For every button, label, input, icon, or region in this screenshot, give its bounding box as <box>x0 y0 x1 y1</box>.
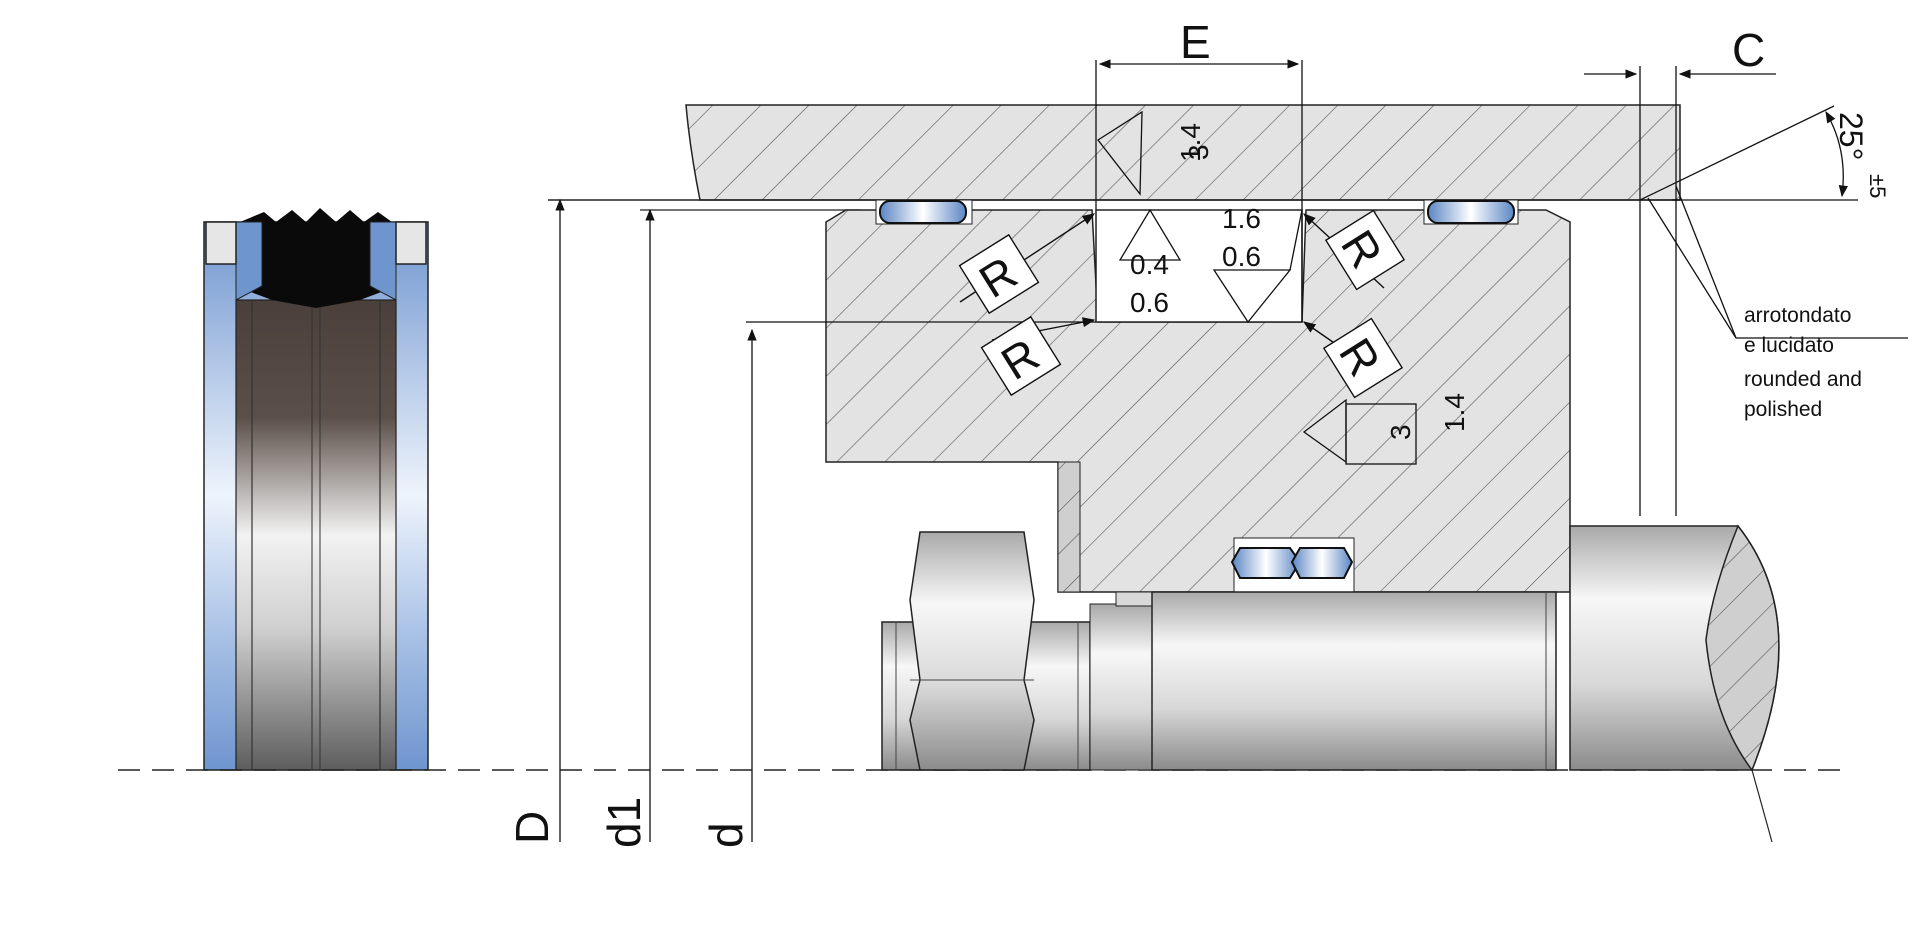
seal-front-view <box>203 208 429 771</box>
note-english-line1: rounded and <box>1744 368 1862 391</box>
piston-body <box>825 199 1571 593</box>
radius-label-1: R <box>970 246 1026 308</box>
radius-label-3: R <box>1331 221 1393 277</box>
note-english-line2: polished <box>1744 398 1822 421</box>
roughness-lower-a: 1.4 <box>1439 393 1470 432</box>
radius-label-4: R <box>1329 329 1391 385</box>
roughness-top-b: 3 <box>1183 144 1214 160</box>
dim-angle-tolerance: ±5 <box>1865 174 1890 198</box>
roughness-groove-b: 0.6 <box>1130 287 1169 318</box>
radius-markers <box>958 209 1406 399</box>
roughness-wall-a: 1.6 <box>1222 203 1261 234</box>
dim-d-label: d <box>700 822 752 848</box>
roughness-symbols <box>1097 110 1417 465</box>
dim-D-label: D <box>506 811 558 844</box>
roughness-top-a: 1.4 <box>1175 123 1206 162</box>
dim-d1-label: d1 <box>598 797 650 848</box>
guide-rings <box>879 200 1515 579</box>
roughness-lower-b: 3 <box>1385 424 1416 440</box>
dim-C-label: C <box>1732 24 1765 76</box>
radius-label-2: R <box>992 328 1048 390</box>
note-italian-line2: e lucidato <box>1744 334 1834 357</box>
piston-rod <box>881 461 1780 843</box>
dim-E-label: E <box>1180 16 1211 68</box>
note-italian-line1: arrotondato <box>1744 304 1851 327</box>
roughness-wall-b: 0.6 <box>1222 241 1261 272</box>
dimension-lines <box>555 59 1908 842</box>
roughness-groove-a: 0.4 <box>1130 249 1169 280</box>
dim-angle-label: 25° <box>1833 112 1869 160</box>
